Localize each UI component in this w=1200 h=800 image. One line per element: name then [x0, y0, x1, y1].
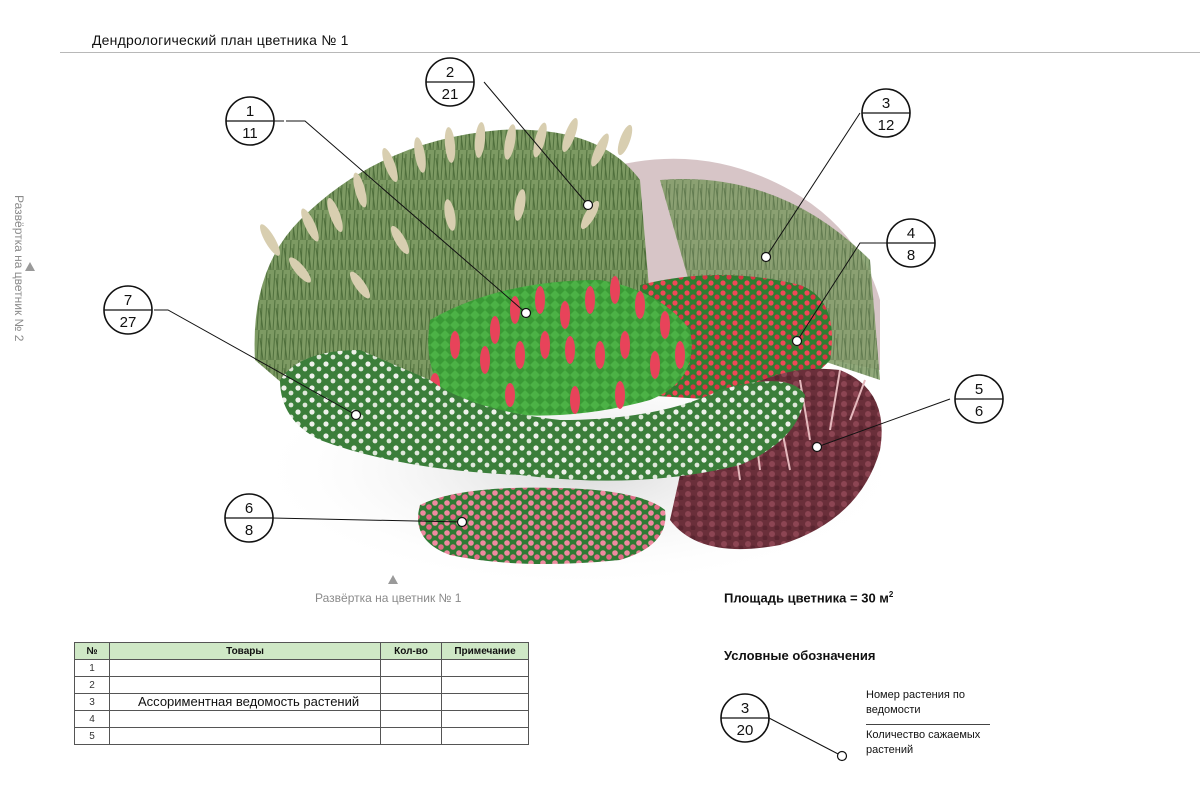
plant-spec-table: № Товары Кол-во Примечание 1 2 3 4 5	[74, 642, 529, 745]
row-number: 1	[74, 659, 110, 677]
pink-flower-group	[418, 487, 666, 564]
bottom-view-label[interactable]: Развёртка на цветник № 1	[315, 591, 462, 605]
header-number: №	[74, 642, 110, 660]
header-note: Примечание	[441, 642, 529, 660]
callout-3-qty: 12	[878, 117, 895, 134]
legend-top-text: Номер растения по ведомости	[866, 689, 965, 716]
callout-1: 1 11	[225, 96, 275, 146]
callout-2-number: 2	[446, 64, 454, 81]
grass-plumes	[260, 117, 633, 299]
callout-6: 6 8	[224, 493, 274, 543]
bottom-view-arrow-icon[interactable]	[388, 575, 398, 584]
row-number: 3	[74, 693, 110, 711]
callout-1-number: 1	[246, 103, 254, 120]
header-goods: Товары	[109, 642, 381, 660]
callout-4-number: 4	[907, 225, 915, 242]
callout-1-qty: 11	[242, 125, 258, 142]
table-row: 2	[74, 676, 529, 694]
callout-4: 4 8	[886, 218, 936, 268]
lupine-foliage	[428, 280, 692, 416]
callout-5-number: 5	[975, 381, 983, 398]
row-number: 4	[74, 710, 110, 728]
callout-6-number: 6	[245, 500, 253, 517]
title-divider	[60, 52, 1200, 53]
area-unit-sup: 2	[888, 590, 894, 599]
legend-divider	[866, 724, 990, 725]
table-row: 1	[74, 659, 529, 677]
callout-leader-lines	[154, 81, 951, 523]
red-flower-group	[640, 275, 832, 400]
callout-5: 5 6	[954, 374, 1004, 424]
callout-7-qty: 27	[120, 314, 137, 331]
callout-3: 3 12	[861, 88, 911, 138]
callout-6-qty: 8	[245, 522, 253, 539]
callout-7-number: 7	[124, 292, 132, 309]
callout-2: 2 21	[425, 57, 475, 107]
page-title: Дендрологический план цветника № 1	[92, 32, 349, 48]
row-number: 2	[74, 676, 110, 694]
table-row: 5	[74, 727, 529, 745]
legend-symbol: 3 20	[720, 693, 848, 762]
area-label: Площадь цветника = 30 м2	[724, 590, 893, 605]
callout-5-qty: 6	[975, 403, 983, 420]
callout-7: 7 27	[103, 285, 153, 335]
row-number: 5	[74, 727, 110, 745]
table-row: 4	[74, 710, 529, 728]
callout-3-number: 3	[882, 95, 890, 112]
table-row: 3	[74, 693, 529, 711]
white-flower-group	[280, 350, 805, 481]
callout-anchor-dots	[350, 199, 823, 528]
table-caption: Ассориментная ведомость растений	[138, 694, 360, 709]
header-qty: Кол-во	[380, 642, 442, 660]
callout-2-qty: 21	[442, 86, 459, 103]
callout-4-qty: 8	[907, 247, 915, 264]
side-view-arrow-icon[interactable]	[25, 262, 35, 271]
legend-number: 3	[741, 700, 749, 717]
legend-qty: 20	[737, 722, 754, 739]
legend-title: Условные обозначения	[724, 648, 876, 663]
legend-bottom-text: Количество сажаемых растений	[866, 729, 981, 756]
area-text: Площадь цветника = 30 м	[724, 590, 889, 606]
